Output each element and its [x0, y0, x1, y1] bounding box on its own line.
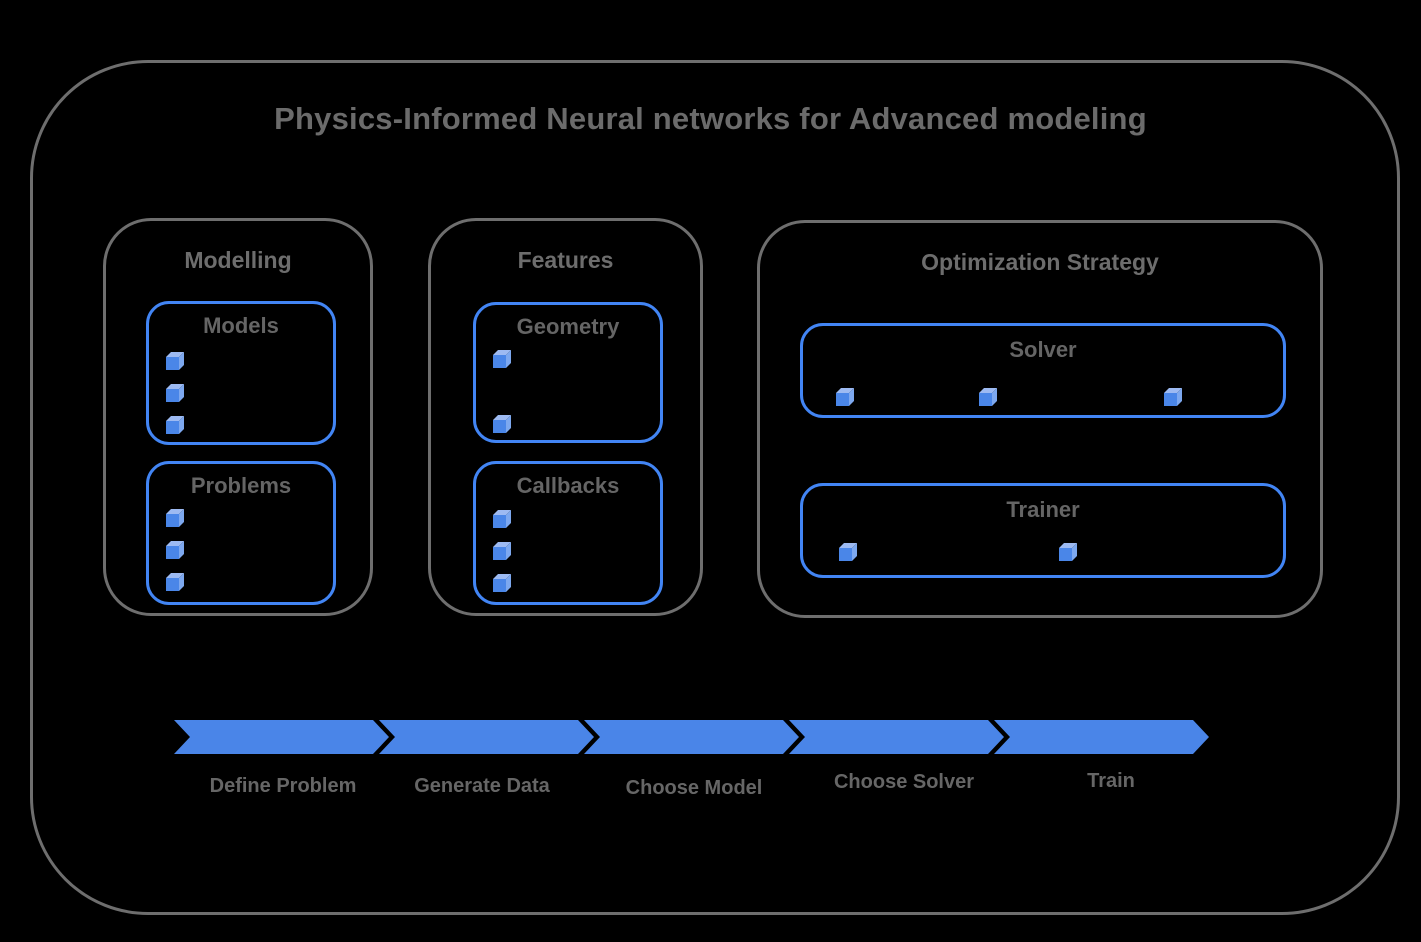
cube-bullet-icon	[493, 415, 511, 433]
cube-bullet-icon	[166, 573, 184, 591]
cube-bullet-icon	[166, 509, 184, 527]
section-modelling-title: Modelling	[184, 247, 292, 273]
box-trainer: Trainer	[800, 483, 1286, 578]
arrow-segment	[174, 720, 389, 754]
box-callbacks-title: Callbacks	[516, 473, 620, 498]
step-label-define-problem: Define Problem	[209, 775, 357, 797]
section-features: Features Geometry Callbacks	[428, 218, 703, 616]
box-models-title: Models	[203, 313, 279, 338]
box-solver-title: Solver	[1009, 337, 1077, 362]
cube-bullet-icon	[493, 350, 511, 368]
outer-frame	[30, 60, 1400, 915]
arrow-segment	[379, 720, 594, 754]
box-callbacks: Callbacks	[473, 461, 663, 605]
arrow-segment	[789, 720, 1004, 754]
cube-bullet-icon	[493, 574, 511, 592]
cube-bullet-icon	[166, 416, 184, 434]
section-features-title: Features	[517, 247, 614, 273]
step-label-train: Train	[1087, 770, 1135, 792]
box-geometry: Geometry	[473, 302, 663, 443]
cube-bullet-icon	[1059, 543, 1077, 561]
step-label-choose-model: Choose Model	[625, 777, 763, 799]
step-label-generate-data: Generate Data	[414, 775, 550, 797]
box-problems: Problems	[146, 461, 336, 605]
box-trainer-title: Trainer	[1006, 497, 1080, 522]
geometry-bullet-list	[493, 350, 511, 433]
step-label-choose-solver: Choose Solver	[833, 771, 975, 793]
section-optimization-title: Optimization Strategy	[921, 249, 1159, 275]
process-flow-arrow	[174, 720, 1209, 754]
cube-bullet-icon	[493, 510, 511, 528]
callbacks-bullet-list	[493, 510, 511, 592]
cube-bullet-icon	[166, 384, 184, 402]
cube-bullet-icon	[166, 352, 184, 370]
arrow-segment	[584, 720, 799, 754]
problems-bullet-list	[166, 509, 184, 591]
box-problems-title: Problems	[190, 473, 292, 498]
cube-bullet-icon	[493, 542, 511, 560]
cube-bullet-icon	[1164, 388, 1182, 406]
cube-bullet-icon	[979, 388, 997, 406]
box-solver: Solver	[800, 323, 1286, 418]
section-modelling: Modelling Models Problems	[103, 218, 373, 616]
box-geometry-title: Geometry	[516, 314, 620, 339]
box-models: Models	[146, 301, 336, 445]
section-optimization-strategy: Optimization Strategy Solver Trainer	[757, 220, 1323, 618]
cube-bullet-icon	[166, 541, 184, 559]
cube-bullet-icon	[839, 543, 857, 561]
arrow-segment	[994, 720, 1209, 754]
models-bullet-list	[166, 352, 184, 434]
cube-bullet-icon	[836, 388, 854, 406]
page-title: Physics-Informed Neural networks for Adv…	[274, 101, 1147, 136]
